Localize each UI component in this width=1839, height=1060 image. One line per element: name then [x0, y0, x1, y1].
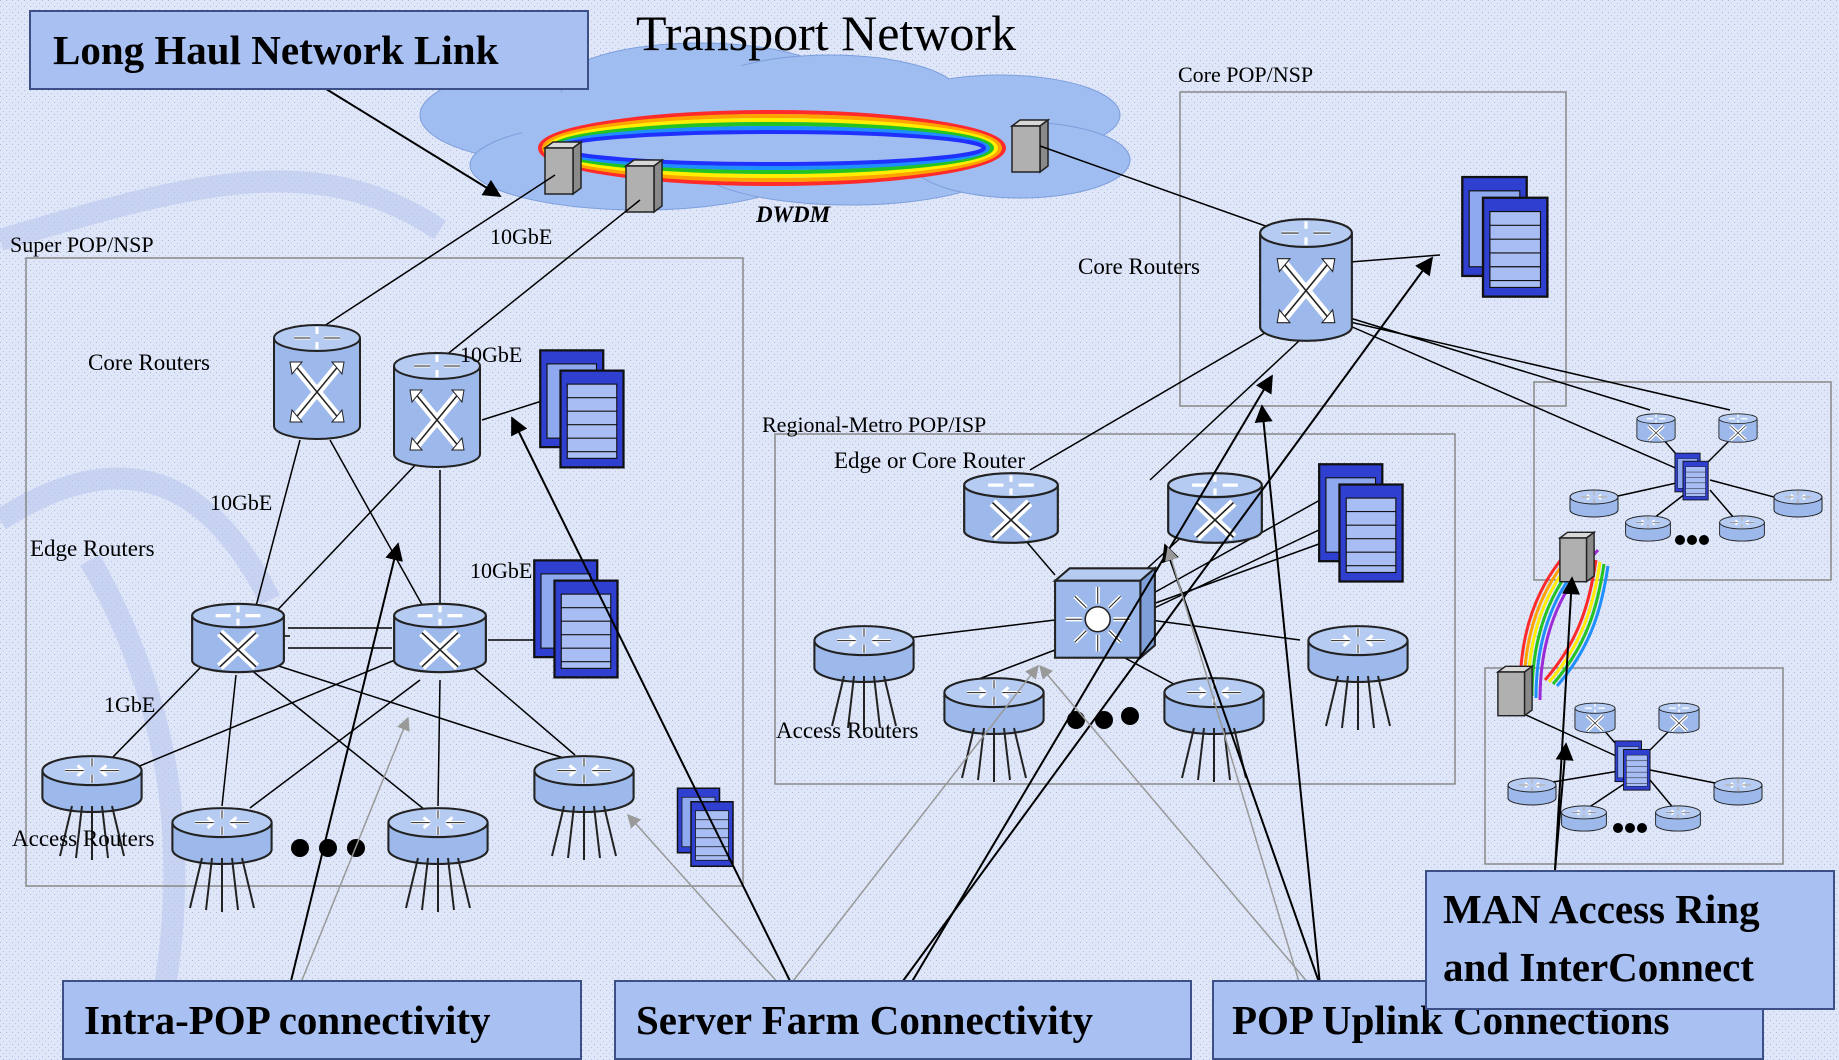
- ellipsis-icon: [1613, 823, 1647, 833]
- one-gbe-label: 1GbE: [104, 692, 156, 717]
- gbe-label-top: 10GbE: [490, 224, 553, 249]
- router-icon: [274, 325, 360, 439]
- super-pop-label: Super POP/NSP: [10, 232, 154, 257]
- router-icon: [170, 806, 274, 866]
- core-routers-label: Core Routers: [88, 350, 211, 375]
- edge-or-core-label: Edge or Core Router: [834, 448, 1025, 473]
- callout-arrows-grey: [299, 546, 1311, 986]
- router-icon: [1168, 473, 1262, 543]
- edge-routers-label: Edge Routers: [30, 536, 155, 561]
- ellipsis-icon: [1675, 535, 1709, 545]
- router-icon: [394, 353, 480, 467]
- access-routers-label-mid: Access Routers: [776, 718, 919, 743]
- links: [109, 145, 1786, 811]
- router-icon: [1306, 624, 1410, 684]
- access-routers-label: Access Routers: [12, 826, 155, 851]
- router-icon: [386, 806, 490, 866]
- intra-pop-callout: Intra-POP connectivity: [62, 980, 582, 1060]
- router-icon: [1507, 777, 1557, 806]
- optical-node-icon: [1559, 531, 1595, 583]
- gbe-label-server: 10GbE: [470, 558, 533, 583]
- man-access-callout: MAN Access Ring and InterConnect: [1425, 870, 1835, 1010]
- router-icon: [1624, 515, 1672, 542]
- optical-node-icon: [1011, 119, 1049, 173]
- background-swoosh: [0, 170, 447, 1060]
- optical-node-icon: [544, 141, 582, 195]
- switch-icon: [1055, 568, 1155, 657]
- router-icon: [1575, 703, 1615, 733]
- regional-pop-label: Regional-Metro POP/ISP: [762, 412, 987, 437]
- router-icon: [1560, 805, 1608, 832]
- ellipsis-icon: [291, 839, 365, 857]
- router-icon: [1718, 515, 1766, 542]
- page-title: Transport Network: [636, 5, 1017, 61]
- man-bottom-box: [1484, 667, 1784, 865]
- long-haul-callout: Long Haul Network Link: [29, 10, 589, 90]
- router-icon: [1654, 805, 1702, 832]
- router-icon: [1773, 489, 1823, 518]
- core-routers-label-right: Core Routers: [1078, 254, 1201, 279]
- router-icon: [812, 624, 916, 684]
- router-icon: [1719, 414, 1757, 442]
- gbe-label-edge: 10GbE: [210, 490, 273, 515]
- server-farm-callout: Server Farm Connectivity: [614, 980, 1192, 1060]
- router-icon: [1637, 414, 1675, 442]
- router-icon: [394, 604, 486, 672]
- callout-arrows: [289, 83, 1581, 986]
- router-icon: [1260, 219, 1352, 341]
- router-icon: [1569, 489, 1619, 518]
- ellipsis-icon: [1067, 707, 1139, 729]
- router-icon: [532, 754, 636, 814]
- super-pop-box: [25, 257, 744, 887]
- router-icon: [1659, 703, 1699, 733]
- gbe-label-core: 10GbE: [460, 342, 523, 367]
- core-pop-label: Core POP/NSP: [1178, 62, 1314, 87]
- man-access-line2: and InterConnect: [1443, 944, 1754, 990]
- core-pop-box: [1179, 91, 1567, 407]
- router-icon: [942, 676, 1046, 736]
- optical-node-icon: [1497, 665, 1533, 717]
- router-icon: [1713, 777, 1763, 806]
- dwdm-label: DWDM: [755, 202, 832, 227]
- regional-pop-box: [774, 433, 1456, 785]
- router-icon: [964, 473, 1058, 543]
- man-top-box: [1533, 381, 1832, 581]
- man-access-line1: MAN Access Ring: [1443, 886, 1760, 932]
- optical-node-icon: [625, 159, 663, 213]
- router-icon: [40, 754, 144, 814]
- dwdm-ring: [538, 110, 1006, 186]
- router-icon: [192, 604, 284, 672]
